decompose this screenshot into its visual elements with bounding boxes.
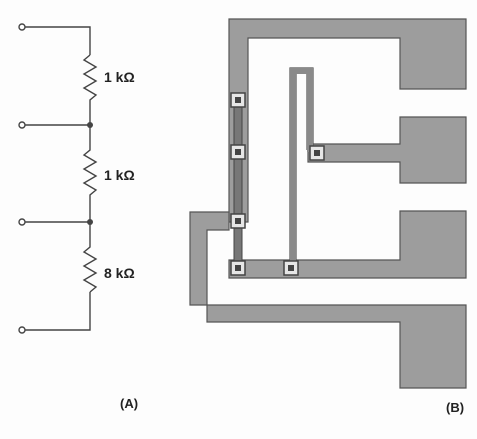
metal-trace-pad-2: [307, 116, 467, 184]
panel-label-a: (A): [120, 396, 138, 411]
connector-bar: [233, 104, 243, 271]
junction-dot-2: [87, 219, 93, 225]
layout-panel: [189, 18, 467, 389]
terminal-4: [18, 326, 26, 334]
contact-3: [309, 145, 325, 161]
metal-trace-pad-3: [228, 210, 467, 279]
terminal-3: [18, 218, 26, 226]
resistor-2: [82, 125, 98, 222]
contact-5: [230, 260, 246, 276]
terminal-2: [18, 121, 26, 129]
vertical-connector: [233, 104, 243, 271]
contact-2: [230, 144, 246, 160]
panel-label-b: (B): [446, 400, 464, 415]
contact-6: [283, 260, 299, 276]
strip-hairpin-fill: [290, 68, 313, 264]
contact-1: [230, 92, 246, 108]
resistor-3: [82, 222, 98, 293]
wire-bottom: [25, 292, 91, 331]
metal-trace-outer: [189, 211, 467, 389]
contact-4: [230, 213, 246, 229]
resistor-3-label: 8 kΩ: [104, 265, 135, 281]
wire-top: [25, 26, 91, 55]
terminal-1: [18, 23, 26, 31]
contacts: [230, 92, 325, 276]
schematic-panel: [18, 23, 98, 334]
resistor-1-label: 1 kΩ: [104, 69, 135, 85]
resistor-2-label: 1 kΩ: [104, 167, 135, 183]
junction-dot-1: [87, 122, 93, 128]
resistor-1: [82, 54, 98, 125]
